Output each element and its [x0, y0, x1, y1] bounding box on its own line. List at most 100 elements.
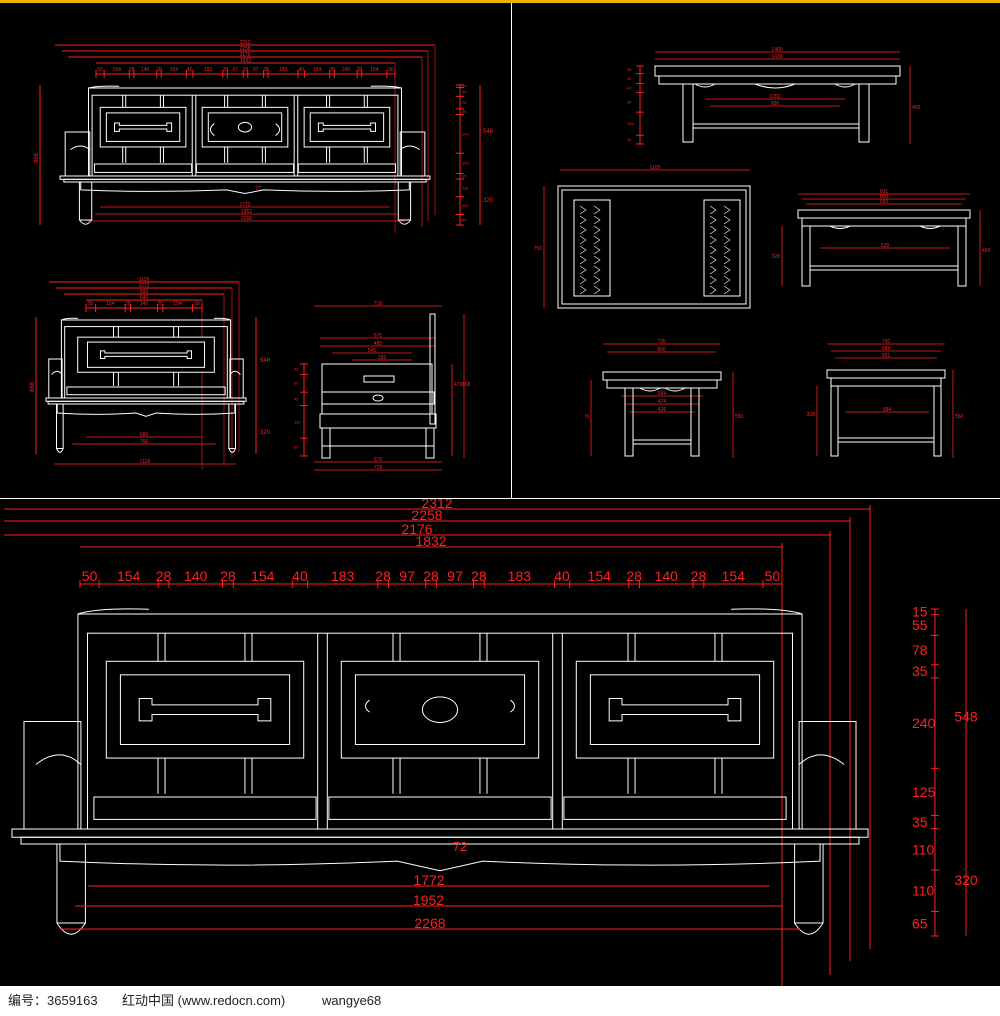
segment-width-label: 183: [508, 568, 532, 584]
segment-width-label: 28: [329, 67, 335, 73]
seat-apron-panel: [328, 796, 552, 820]
table-height-label: 450: [912, 105, 921, 111]
crest-rail-right: [731, 608, 803, 615]
lattice-pattern-right: [709, 225, 731, 235]
side-backrest: [321, 363, 433, 415]
plaque-ornament: [138, 697, 272, 722]
side-front-leg: [321, 427, 331, 459]
crest-rail-left: [77, 608, 149, 615]
carved-panel: [105, 660, 305, 759]
height-total-label: 320: [954, 872, 978, 888]
cloud-scroll-ornament: [209, 123, 281, 136]
table-apron: [658, 75, 897, 85]
left-foot: [56, 922, 86, 935]
overall-width-label: 2258: [411, 507, 442, 523]
stool-side-width: 651: [882, 353, 891, 359]
carved-panel-inner: [119, 674, 291, 746]
segment-width-label: 28: [691, 568, 707, 584]
height-segment-label: 125: [912, 784, 936, 800]
segment-width-label: 28: [125, 301, 131, 307]
carved-panel-inner: [105, 112, 181, 142]
caption-author: wangye68: [322, 993, 382, 1008]
height-total-label: 548: [260, 358, 271, 364]
segment-width-label: 28: [423, 568, 439, 584]
side-panel: [363, 375, 395, 383]
segment-width-label: 28: [357, 67, 363, 73]
table-side-top: [797, 209, 971, 219]
stool-side-width: 720: [882, 339, 891, 345]
right-leg: [228, 403, 237, 449]
stool-top: [602, 371, 722, 381]
table-side-height: 450: [982, 248, 991, 254]
table-side-width: 600: [880, 194, 889, 200]
side-width-label: 718: [374, 301, 383, 307]
side-seg-label: 60: [294, 381, 299, 386]
overall-width-label: 2176: [239, 52, 250, 58]
lattice-pattern-right: [709, 275, 731, 285]
height-segment-label: 78: [912, 642, 928, 658]
table-side-apron: [801, 217, 967, 227]
side-width-label: 670: [374, 333, 383, 339]
height-segment-label: 15: [912, 604, 928, 620]
stool-left-label: 320: [585, 414, 589, 420]
crest-rail-right: [370, 85, 402, 89]
segment-width-label: 40: [299, 67, 305, 73]
left-height-label: 868: [30, 381, 36, 392]
carved-panel-inner: [309, 112, 385, 142]
segment-width-label: 28: [243, 67, 249, 73]
segment-width-label: 28: [375, 568, 391, 584]
segment-width-label: 154: [170, 67, 179, 73]
carved-panel-inner: [86, 341, 206, 368]
segment-width-label: 154: [113, 67, 122, 73]
side-back-leg: [425, 427, 435, 459]
height-segment-label: 110: [912, 841, 935, 857]
overall-width-label: 2312: [421, 499, 452, 511]
table-mid-label: 926: [771, 101, 780, 107]
stool-mid-label: 426: [658, 407, 667, 413]
segment-width-label: 140: [141, 67, 150, 73]
side-bottom-label: 670: [374, 457, 383, 463]
left-arm-scroll: [70, 145, 91, 151]
thumb-stool-front-elevation: 735660584474426320550: [585, 339, 744, 458]
segment-width-label: 28: [157, 301, 163, 307]
segment-width-label: 50: [765, 568, 781, 584]
bottom-width-label: 1772: [239, 202, 250, 208]
table-seg-label: 35: [627, 67, 632, 72]
segment-width-label: 50: [194, 301, 200, 307]
table-leg-right: [858, 83, 870, 143]
left-leg: [78, 181, 93, 221]
crest-rail-left: [61, 317, 79, 321]
segment-width-label: 154: [173, 301, 182, 307]
segment-width-label: 154: [251, 568, 275, 584]
side-width-label: 183: [378, 355, 387, 361]
stool-side-apron: [830, 377, 942, 387]
stool-width-label: 735: [657, 339, 666, 345]
carved-panel: [340, 660, 540, 759]
segment-width-label: 28: [471, 568, 487, 584]
segment-width-label: 154: [370, 67, 379, 73]
table-side-leg-left: [801, 225, 811, 287]
lattice-pattern-left: [579, 205, 601, 215]
height-segment-label: 78: [462, 100, 467, 105]
stool-mid-label: 474: [658, 399, 667, 405]
table-plan-inner: [561, 189, 747, 305]
height-segment-label: 240: [462, 131, 469, 136]
segment-width-label: 97: [233, 67, 239, 73]
lattice-pattern-left: [579, 265, 601, 275]
right-arm: [399, 131, 426, 177]
right-arm-scroll: [229, 370, 241, 375]
plaque-ornament: [608, 697, 742, 722]
segment-width-label: 140: [655, 568, 679, 584]
medallion-ornament: [421, 696, 459, 723]
side-width-label: 545: [368, 348, 377, 354]
left-arm-scroll: [35, 754, 82, 765]
segment-width-label: 140: [140, 301, 149, 307]
bottom-width-label: 1126: [140, 459, 151, 465]
lattice-pattern-right: [709, 245, 731, 255]
bottom-width-label: 2268: [414, 915, 445, 931]
seat-apron-panel: [297, 163, 397, 173]
stool-side-mid: 584: [883, 407, 892, 413]
segment-width-label: 154: [588, 568, 612, 584]
